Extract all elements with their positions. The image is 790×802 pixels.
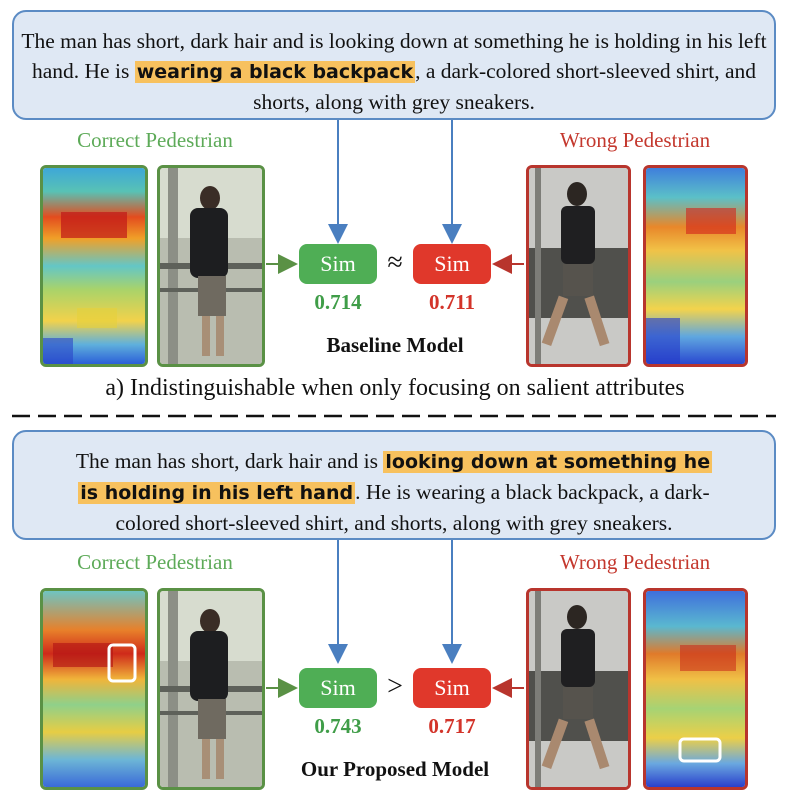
wrong-pedestrian-label: Wrong Pedestrian — [559, 550, 711, 574]
score-wrong: 0.717 — [428, 714, 476, 738]
correct-heatmap-image — [40, 588, 148, 790]
description-text: The man has short, dark hair and is look… — [21, 29, 767, 83]
greater-than-operator: > — [387, 671, 403, 702]
highlighted-phrase-2: is holding in his left hand — [78, 482, 356, 504]
description-text-mid: . He is wearing a black backpack, a dark… — [355, 480, 710, 504]
wrong-heatmap-image — [643, 588, 748, 790]
correct-pedestrian-label: Correct Pedestrian — [77, 550, 233, 574]
approx-equal-operator: ≈ — [387, 247, 403, 278]
correct-pedestrian-photo — [157, 165, 265, 367]
panel-caption: a) Indistinguishable when only focusing … — [105, 375, 685, 401]
correct-pedestrian-photo — [157, 588, 265, 790]
description-text: The man has short, dark hair and is — [75, 449, 384, 473]
similarity-box-wrong: Sim — [413, 244, 491, 284]
score-correct: 0.714 — [314, 290, 362, 314]
similarity-box-correct: Sim — [299, 668, 377, 708]
description-text-end: colored short-sleeved shirt, and shorts,… — [115, 511, 673, 535]
score-wrong: 0.711 — [428, 290, 476, 314]
wrong-heatmap-image — [643, 165, 748, 367]
correct-pedestrian-label: Correct Pedestrian — [77, 128, 233, 152]
similarity-box-wrong: Sim — [413, 668, 491, 708]
wrong-pedestrian-label: Wrong Pedestrian — [559, 128, 711, 152]
description-box-bottom: The man has short, dark hair and is look… — [12, 430, 776, 540]
correct-heatmap-image — [40, 165, 148, 367]
attention-highlight-box — [107, 643, 137, 683]
score-correct: 0.743 — [314, 714, 362, 738]
highlighted-phrase-1: looking down at something he — [383, 451, 713, 473]
description-text-end: , a dark-colored short-sleeved shirt, an… — [253, 59, 757, 114]
model-name-baseline: Baseline Model — [326, 333, 464, 357]
model-name-proposed: Our Proposed Model — [300, 757, 490, 781]
wrong-pedestrian-photo — [526, 588, 631, 790]
wrong-pedestrian-photo — [526, 165, 631, 367]
similarity-box-correct: Sim — [299, 244, 377, 284]
attention-highlight-box — [678, 737, 722, 763]
description-box-top: The man has short, dark hair and is look… — [12, 10, 776, 120]
highlighted-phrase: wearing a black backpack — [134, 61, 416, 83]
